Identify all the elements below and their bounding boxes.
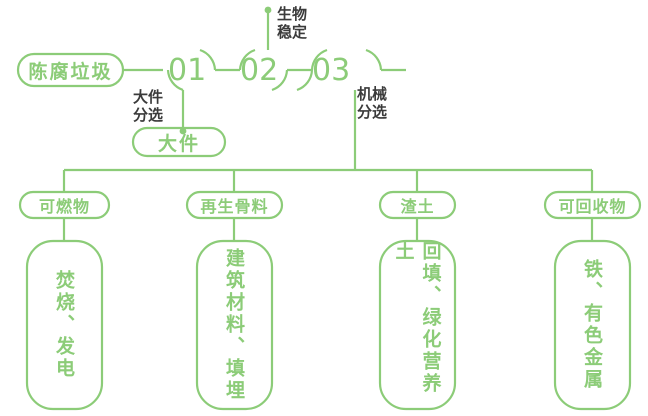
stage-annotation-03-line1: 机械: [357, 85, 388, 103]
arc-01-lower: [166, 69, 184, 92]
arc-02-lower: [271, 69, 289, 92]
category-pill-1: [18, 190, 111, 220]
category-pill-3: [378, 190, 457, 220]
arc-03-lower: [296, 69, 314, 92]
category-pill-4: [543, 190, 642, 220]
arc-02-upper: [238, 48, 256, 71]
output-pill-大件: [131, 126, 227, 158]
source-pill-shape: [16, 52, 125, 88]
stage-number-03[interactable]: 03: [312, 53, 351, 88]
category-pill-2: [185, 190, 284, 220]
stage-annotation-03: 机械 分选: [357, 85, 388, 121]
node-dot-大件: [179, 127, 187, 135]
outcome-box-4: [553, 239, 632, 411]
stage-annotation-01-line1: 大件: [133, 88, 164, 106]
stage-annotation-02-line2: 稳定: [277, 22, 308, 41]
stage-number-01[interactable]: 01: [168, 53, 207, 88]
arc-03-right: [365, 48, 383, 71]
outcome-box-2: [195, 239, 274, 411]
outcome-box-1: [25, 239, 104, 411]
stage-annotation-03-line2: 分选: [357, 102, 388, 121]
stage-annotation-01: 大件 分选: [133, 88, 164, 124]
outcome-box-3: [378, 239, 457, 411]
stage-annotation-01-line2: 分选: [133, 105, 164, 124]
arc-03-upper: [310, 48, 328, 71]
stage-annotation-02: 生物 稳定: [277, 5, 308, 41]
node-dot-生物稳定: [264, 6, 272, 14]
stage-number-02[interactable]: 02: [240, 53, 279, 88]
stage-annotation-02-line1: 生物: [277, 5, 308, 23]
arc-01-upper: [199, 48, 217, 71]
